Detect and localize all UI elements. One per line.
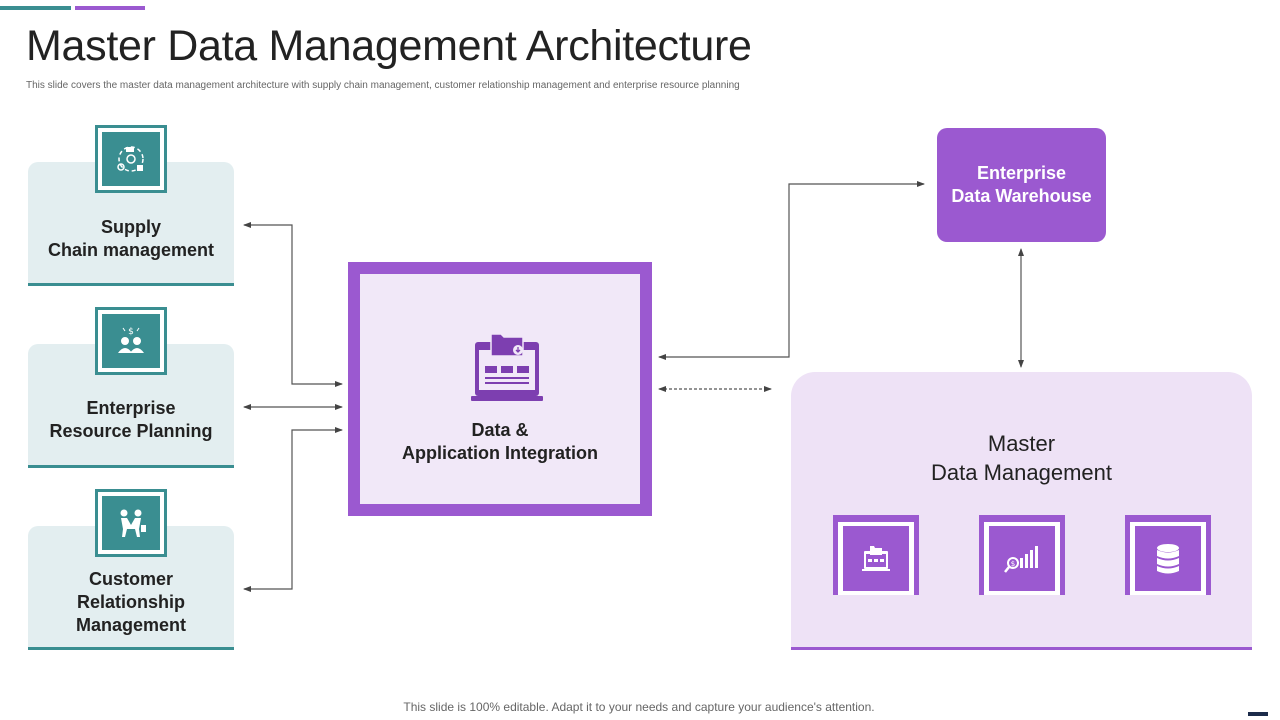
card-erp-line1: Enterprise (86, 398, 176, 418)
connector-warehouse (658, 181, 925, 360)
supply-chain-icon (95, 125, 167, 193)
mdm-line1: Master (987, 431, 1056, 456)
center-line2: Application Integration (402, 443, 598, 463)
connector-crm (243, 427, 343, 592)
card-supply-chain-line1: Supply (100, 217, 161, 237)
handshake-icon (95, 489, 167, 557)
computer-folder-icon (465, 326, 549, 410)
mdm-line2: Data Management (931, 460, 1112, 485)
enterprise-data-warehouse-box: Enterprise Data Warehouse (937, 128, 1106, 242)
svg-text:$: $ (128, 327, 134, 337)
mdm-computer-folder-icon (833, 515, 919, 595)
svg-text:$: $ (1011, 560, 1015, 568)
mdm-growth-chart-icon: $ (979, 515, 1065, 595)
connector-supply-chain (243, 222, 343, 387)
accent-bar-teal (0, 6, 71, 10)
data-app-integration-box: Data & Application Integration (348, 262, 652, 516)
team-dollar-icon: $ (95, 307, 167, 375)
card-crm-line2: Relationship (76, 592, 185, 612)
card-erp-line2: Resource Planning (49, 421, 213, 441)
card-supply-chain-line2: Chain management (47, 240, 215, 260)
corner-accent-bar (1248, 712, 1268, 716)
center-line1: Data & (471, 420, 529, 440)
warehouse-line1: Enterprise (976, 163, 1067, 183)
page-title: Master Data Management Architecture (26, 22, 752, 70)
data-app-integration-panel: Data & Application Integration (360, 274, 640, 504)
card-crm-line1: Customer (88, 569, 173, 589)
accent-bar-purple (75, 6, 145, 10)
warehouse-line2: Data Warehouse (951, 186, 1092, 206)
footer-note: This slide is 100% editable. Adapt it to… (403, 700, 875, 714)
mdm-database-icon (1125, 515, 1211, 595)
page-subtitle: This slide covers the master data manage… (26, 80, 740, 91)
card-crm: Customer Relationship Management (28, 526, 234, 650)
card-crm-line3: Management (75, 615, 187, 635)
master-data-management-box: Master Data Management (791, 372, 1252, 650)
